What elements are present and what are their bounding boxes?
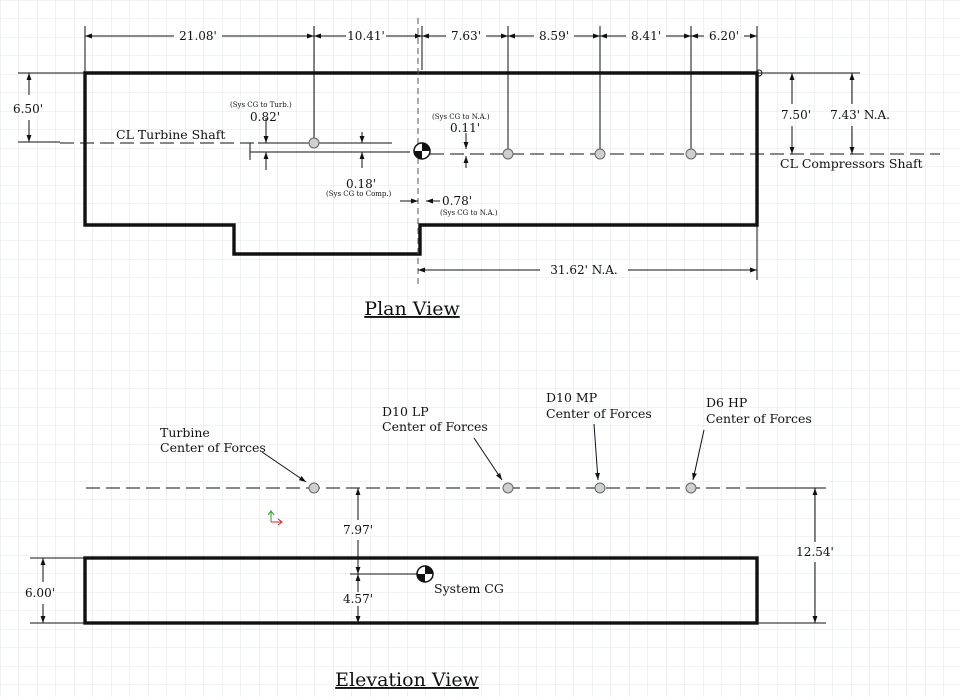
dim-6-20: 6.20': [709, 29, 739, 43]
cg-vertical-dims: [350, 488, 418, 623]
d6hp-label-2: Center of Forces: [706, 411, 812, 426]
turbine-offset-dim: [249, 118, 410, 170]
top-dimension-chain: [84, 26, 758, 153]
hp-force-marker: [685, 148, 697, 160]
na-long-value: 0.78': [442, 194, 472, 208]
d10lp-label-2: Center of Forces: [382, 419, 488, 434]
dim-7-97: 7.97': [343, 523, 373, 537]
turb-offset-note: (Sys CG to Turb.): [230, 101, 292, 109]
na-offset-value: 0.11': [450, 121, 480, 135]
turbine-shaft-label: CL Turbine Shaft: [116, 127, 225, 142]
d10mp-label-1: D10 MP: [546, 390, 597, 405]
mp-force-marker: [594, 148, 606, 160]
system-cg-symbol-plan: [413, 142, 431, 160]
turbine-force-marker: [308, 137, 320, 149]
elevation-view: Turbine Center of Forces D10 LP Center o…: [25, 390, 834, 691]
system-cg-symbol-elev: [416, 565, 434, 583]
dim-4-57: 4.57': [343, 592, 373, 606]
dim-6-00: 6.00': [25, 586, 55, 600]
dim-8-59: 8.59': [539, 29, 569, 43]
dim-6-50: 6.50': [13, 102, 43, 116]
lp-force-marker-elev: [502, 482, 514, 494]
comp-offset-note: (Sys CG to Comp.): [326, 190, 392, 198]
dim-7-43-na: 7.43' N.A.: [830, 108, 890, 122]
d10lp-label-1: D10 LP: [382, 404, 429, 419]
system-cg-label: System CG: [434, 581, 504, 596]
dim-21-08: 21.08': [179, 29, 217, 43]
dim-7-63: 7.63': [451, 29, 481, 43]
comp-offset-value: 0.18': [346, 177, 376, 191]
right-height-dim-elev: [757, 487, 826, 624]
force-leaders: [261, 423, 705, 483]
lp-force-marker: [502, 148, 514, 160]
plan-skid-outline: [83, 71, 759, 256]
left-height-dim-elev: [30, 557, 85, 624]
plan-view: 21.08' 10.41' 7.63' 8.59' 8.41' 6.20' 6.…: [13, 18, 940, 320]
compressor-shaft-label: CL Compressors Shaft: [780, 156, 923, 171]
na-offset-note: (Sys CG to N.A.): [432, 113, 490, 121]
elevation-skid-outline: [83, 556, 759, 625]
plan-view-title: Plan View: [364, 298, 460, 320]
turbine-force-marker-elev: [308, 482, 320, 494]
left-height-dim: [18, 72, 85, 143]
dim-12-54: 12.54': [796, 545, 834, 559]
dim-7-50: 7.50': [781, 108, 811, 122]
elevation-view-title: Elevation View: [335, 669, 479, 691]
dim-10-41: 10.41': [347, 29, 385, 43]
hp-force-marker-elev: [685, 482, 697, 494]
d10mp-label-2: Center of Forces: [546, 406, 652, 421]
dim-31-62-na: 31.62' N.A.: [550, 263, 618, 277]
d6hp-label-1: D6 HP: [706, 395, 747, 410]
turbine-label-1: Turbine: [160, 425, 210, 440]
turb-offset-value: 0.82': [250, 110, 280, 124]
na-long-note: (Sys CG to N.A.): [440, 209, 498, 217]
ucs-icon: [267, 510, 283, 526]
turbine-label-2: Center of Forces: [160, 440, 266, 455]
right-height-dims: [757, 72, 860, 154]
mp-force-marker-elev: [594, 482, 606, 494]
dim-8-41: 8.41': [631, 29, 661, 43]
bottom-na-dim: [418, 225, 758, 280]
